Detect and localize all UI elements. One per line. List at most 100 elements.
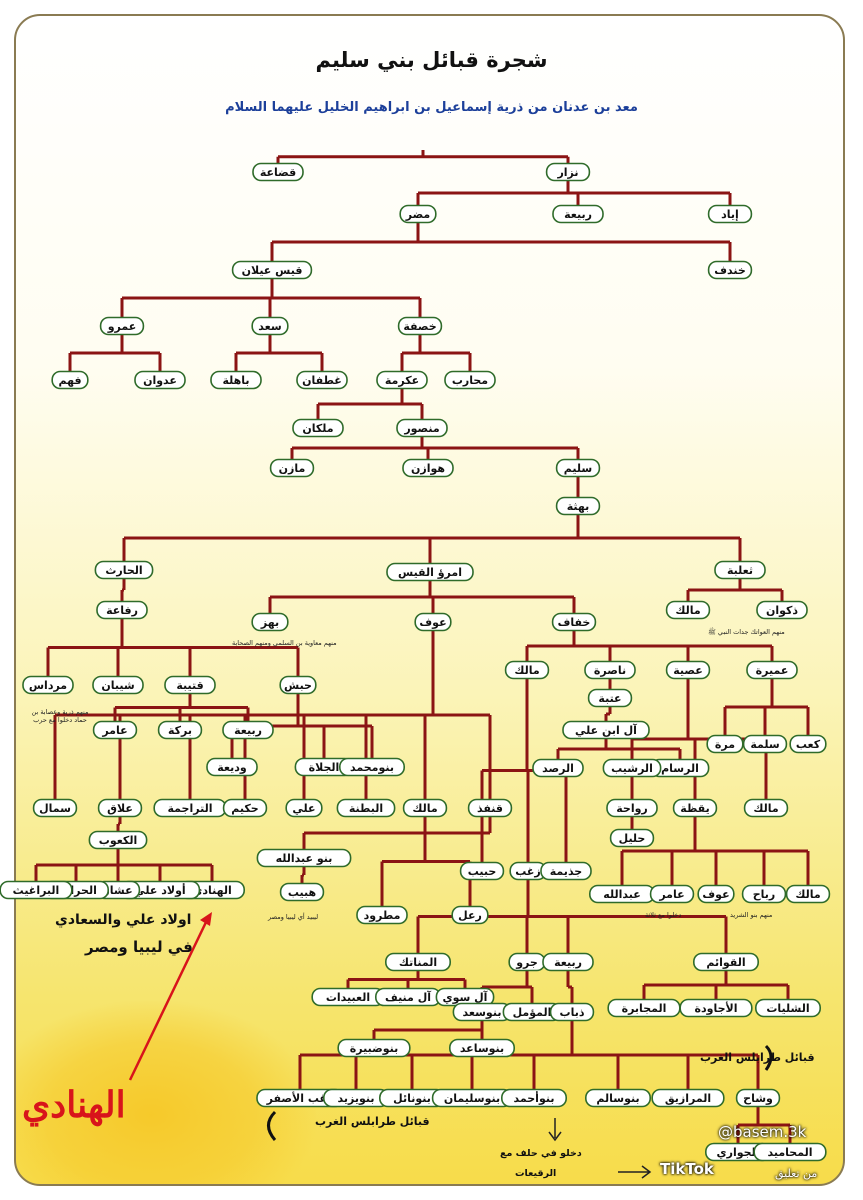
node-jaru: جرو	[508, 952, 546, 972]
node-box	[692, 952, 759, 972]
tiktok-logo: TikTok	[660, 1160, 714, 1178]
node-box	[651, 1088, 725, 1108]
node-label: مطرود	[364, 909, 401, 922]
node-label: هبيب	[288, 886, 316, 899]
node-label: مرة	[715, 738, 735, 751]
node-rifaa: رفاعة	[96, 600, 148, 620]
node-label: عصية	[673, 664, 703, 677]
node-label: جرو	[515, 956, 538, 969]
node-box	[231, 260, 313, 280]
node-box	[356, 905, 408, 925]
node-label: المحاميد	[768, 1146, 813, 1159]
node-box	[51, 370, 89, 390]
node-abdullah: عبدالله	[588, 884, 655, 904]
node-label: وديعة	[217, 761, 247, 774]
node-fahm: فهم	[51, 370, 89, 390]
node-box	[88, 830, 148, 850]
node-label: البطنة	[349, 802, 383, 815]
node-box	[584, 660, 636, 680]
node-banu-nail: بنونائل	[378, 1088, 445, 1108]
node-label: عوف	[702, 888, 729, 901]
henadi-big-label: الهنادي	[22, 1084, 126, 1126]
node-box	[210, 370, 262, 390]
node-box	[414, 612, 452, 632]
note-hubayb: ليبيد أي ليبيا ومصر	[268, 913, 319, 921]
node-nasira: ناصرة	[584, 660, 636, 680]
node-box	[665, 600, 711, 620]
node-murra: مرة	[706, 734, 744, 754]
alliance-note-2: الرقيعات	[515, 1168, 557, 1179]
henadi-description-2: في ليبيا ومصر	[85, 938, 193, 956]
node-label: عميرة	[756, 664, 789, 677]
node-shaliyat: الشليات	[754, 998, 821, 1018]
node-label: ملكان	[302, 422, 333, 435]
node-awashir: الجواري	[704, 1142, 771, 1162]
node-label: قتيبة	[176, 679, 203, 692]
node-habib: حبيب	[459, 861, 505, 881]
node-habash: حبش	[279, 675, 317, 695]
node-box	[542, 952, 594, 972]
node-banu-ahmad: بنوأحمد	[500, 1088, 567, 1108]
node-box	[222, 720, 274, 740]
node-box	[562, 720, 650, 740]
node-matrud: مطرود	[356, 905, 408, 925]
node-label: عامر	[658, 888, 684, 901]
node-allaq: علاق	[97, 798, 143, 818]
node-khindif: خندف	[707, 260, 753, 280]
node-label: نزار	[556, 166, 578, 179]
tripoli-tribes-label-top: قبائل طرابلس الغرب	[700, 1051, 815, 1064]
node-label: آل سوي	[443, 990, 488, 1004]
node-label: البراغيث	[13, 884, 60, 897]
node-malkan: ملكان	[292, 418, 344, 438]
node-label: بهز	[260, 616, 279, 629]
node-label: بهثة	[567, 500, 590, 513]
node-label: بنو عبدالله	[276, 852, 333, 865]
node-label: سليم	[564, 462, 592, 475]
node-majabra: المجابرة	[607, 998, 681, 1018]
node-box	[97, 798, 143, 818]
node-label: خندف	[714, 264, 746, 277]
node-ikrima: عكرمة	[376, 370, 428, 390]
node-label: الجواري	[717, 1146, 760, 1159]
node-label: سعد	[258, 320, 281, 333]
node-rawaha: رواحة	[606, 798, 658, 818]
node-label: آل منيف	[385, 990, 431, 1004]
node-box	[292, 418, 344, 438]
tripoli-tribes-label-bottom: قبائل طرابلس الغرب	[315, 1115, 430, 1128]
node-banu-salim: بنوسالم	[584, 1088, 651, 1108]
node-label: شيبان	[101, 679, 134, 692]
node-box	[672, 798, 718, 818]
node-ubaydat: العبيدات	[311, 987, 385, 1007]
node-label: علاق	[107, 802, 133, 815]
node-box	[584, 1088, 651, 1108]
node-label: ربيعة	[234, 724, 262, 737]
node-muharib: محارب	[444, 370, 496, 390]
node-mazin: مازن	[269, 458, 315, 478]
node-box	[279, 675, 317, 695]
node-box	[99, 316, 145, 336]
node-judhayma: جذيمة	[540, 861, 592, 881]
node-rabia: ربيعة	[552, 204, 604, 224]
node-box	[397, 316, 443, 336]
node-label: سلمة	[750, 738, 779, 751]
node-box	[402, 798, 448, 818]
node-label: رواحة	[616, 802, 648, 815]
node-yaqaza: يقظة	[672, 798, 718, 818]
node-rashib: الرشيب	[602, 758, 662, 778]
node-label: سمال	[39, 802, 71, 815]
node-amr: عمرو	[99, 316, 145, 336]
page-title: شجرة قبائل بني سليم	[315, 48, 548, 72]
node-label: مازن	[279, 462, 306, 475]
node-label: رفاعة	[106, 604, 138, 617]
node-box	[252, 162, 304, 182]
note-mirdas: منهم ذرية وعصابة بن حماد دخلوا مع حرب	[31, 708, 89, 724]
node-label: بنومحمد	[350, 761, 394, 774]
node-label: قيس عيلان	[242, 264, 303, 277]
node-al-ibn-ali: آل ابن علي	[562, 720, 650, 740]
node-raal: رعل	[451, 905, 489, 925]
tree-edges	[34, 150, 810, 1144]
node-label: مالك	[675, 604, 700, 617]
bracket-left	[267, 1110, 277, 1141]
note-amir: دخلوا مع ثلاثة	[645, 911, 682, 919]
